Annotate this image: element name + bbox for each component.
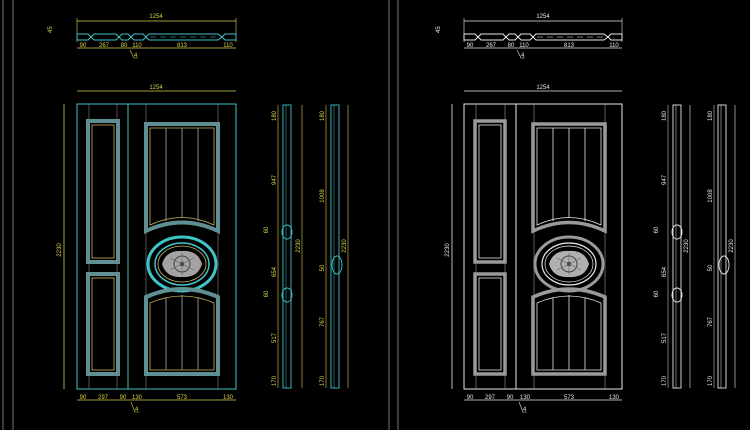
segment-label: 80 [121, 43, 128, 49]
section-label: 1008 [708, 189, 714, 203]
segment-label: 297 [98, 395, 109, 401]
section-label: 180 [708, 110, 714, 121]
section-label: 50 [320, 264, 326, 271]
section-overall-label: 2230 [296, 239, 302, 253]
section-label: 1008 [320, 189, 326, 203]
offset-note: 4 [521, 53, 525, 59]
segment-label: 130 [223, 395, 234, 401]
section-label: 60 [264, 226, 270, 233]
section-label: 517 [662, 332, 668, 343]
section-label: 947 [272, 174, 278, 185]
segment-label: 573 [177, 395, 188, 401]
section-label: 947 [662, 174, 668, 185]
side-section-2: 180 1008 50 767 170 2230 [320, 104, 349, 389]
rosette-carving [549, 250, 589, 278]
thickness-label: 45 [436, 26, 442, 33]
segment-label: 267 [99, 43, 110, 49]
segment-label: 813 [177, 43, 188, 49]
segment-label: 110 [132, 43, 142, 49]
door-drawing-color: 1254 45 90 267 80 110 813 110 4 1254 223… [48, 14, 349, 413]
segment-label: 130 [520, 395, 531, 401]
section-label: 60 [654, 290, 660, 297]
segment-label: 573 [564, 395, 575, 401]
side-section-1: 180 947 60 654 60 517 170 2230 [654, 104, 691, 389]
section-overall-label: 2230 [729, 239, 735, 253]
offset-note: 4 [523, 407, 527, 413]
section-label: 654 [272, 266, 278, 277]
segment-label: 297 [485, 395, 496, 401]
section-label: 767 [320, 316, 326, 327]
section-label: 180 [272, 110, 278, 121]
segment-label: 130 [132, 395, 143, 401]
segment-label: 110 [609, 43, 619, 49]
top-section-plan: 1254 45 90 267 80 110 813 110 4 [436, 14, 623, 59]
segment-label: 130 [609, 395, 620, 401]
offset-note: 4 [135, 407, 139, 413]
section-label: 767 [708, 316, 714, 327]
segment-label: 110 [223, 43, 233, 49]
segment-label: 90 [120, 395, 127, 401]
section-label: 654 [662, 266, 668, 277]
section-label: 170 [662, 375, 668, 386]
section-overall-label: 2230 [342, 239, 348, 253]
top-width-label: 1254 [536, 14, 550, 20]
elevation-height-label: 2230 [445, 243, 451, 257]
top-section-plan: 1254 45 90 267 80 110 813 110 4 [48, 14, 237, 59]
offset-note: 4 [134, 53, 138, 59]
segment-label: 90 [467, 395, 474, 401]
door-drawing-monochrome: 1254 45 90 267 80 110 813 110 4 1254 223… [436, 14, 736, 413]
elevation-width-label: 1254 [536, 85, 550, 91]
thickness-label: 45 [48, 26, 54, 33]
segment-label: 110 [519, 43, 529, 49]
segment-label: 813 [564, 43, 575, 49]
elevation-width-label: 1254 [149, 85, 163, 91]
segment-label: 90 [507, 395, 514, 401]
top-width-label: 1254 [149, 14, 163, 20]
section-label: 180 [320, 110, 326, 121]
section-label: 60 [264, 290, 270, 297]
section-label: 170 [708, 375, 714, 386]
section-label: 50 [708, 264, 714, 271]
front-elevation: 1254 2230 [445, 85, 623, 413]
side-section-1: 180 947 60 654 60 517 170 2230 [264, 104, 303, 389]
side-section-2: 180 1008 50 767 170 2230 [708, 104, 736, 389]
elevation-height-label: 2230 [57, 243, 63, 257]
section-label: 517 [272, 332, 278, 343]
section-overall-label: 2230 [684, 239, 690, 253]
segment-label: 267 [486, 43, 497, 49]
segment-label: 90 [467, 43, 474, 49]
section-label: 180 [662, 110, 668, 121]
segment-label: 90 [80, 395, 87, 401]
section-label: 60 [654, 226, 660, 233]
section-label: 170 [320, 375, 326, 386]
segment-label: 80 [508, 43, 515, 49]
front-elevation: 1254 2230 [57, 85, 237, 413]
segment-label: 90 [80, 43, 87, 49]
section-label: 170 [272, 375, 278, 386]
rosette-carving [162, 250, 202, 278]
